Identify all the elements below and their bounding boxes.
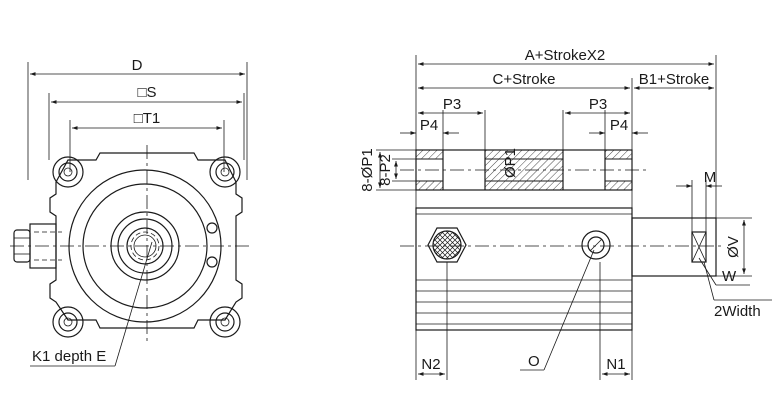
dim-c-stroke: C+Stroke bbox=[418, 71, 630, 90]
leader-o: O bbox=[520, 249, 595, 371]
label-n2: N2 bbox=[421, 356, 440, 373]
label-d: D bbox=[132, 57, 143, 74]
label-p3-right: P3 bbox=[589, 96, 607, 113]
port-o bbox=[581, 230, 611, 260]
dim-p3-right: P3 bbox=[565, 96, 630, 115]
cylinder-body bbox=[415, 207, 633, 331]
corner-hole-br bbox=[209, 306, 241, 338]
label-v: ØV bbox=[725, 236, 742, 258]
label-2width: 2Width bbox=[714, 303, 761, 320]
corner-hole-bl bbox=[52, 306, 84, 338]
dim-p4-right: P4 bbox=[589, 117, 648, 135]
cushion-screw-upper bbox=[206, 222, 218, 234]
label-b1-stroke: B1+Stroke bbox=[639, 71, 709, 88]
label-p1-holes: 8-ØP1 bbox=[359, 148, 376, 191]
dim-n1: N1 bbox=[599, 262, 633, 380]
label-c-stroke: C+Stroke bbox=[493, 71, 556, 88]
label-k1: K1 depth E bbox=[32, 348, 106, 365]
front-body-outline bbox=[49, 152, 243, 329]
corner-hole-tr bbox=[209, 156, 241, 188]
label-o: O bbox=[528, 353, 540, 370]
dim-n2: N2 bbox=[415, 262, 448, 380]
corner-hole-tl bbox=[52, 156, 84, 188]
label-n1: N1 bbox=[606, 356, 625, 373]
label-w: W bbox=[722, 268, 737, 285]
label-m: M bbox=[704, 169, 717, 186]
dim-t1: □T1 bbox=[69, 110, 225, 172]
label-p1-dia: ØP1 bbox=[502, 148, 519, 178]
label-p3-left: P3 bbox=[443, 96, 461, 113]
label-t1: □T1 bbox=[134, 110, 161, 127]
label-p4-right: P4 bbox=[610, 117, 628, 134]
front-view: D □S □T1 bbox=[10, 57, 250, 367]
leader-w: W bbox=[698, 257, 750, 286]
label-p4-left: P4 bbox=[420, 117, 438, 134]
k1-leader: K1 depth E bbox=[30, 241, 153, 367]
dim-p1-p2-holes: 8-ØP1 8-P2 ØP1 bbox=[359, 148, 519, 192]
dim-m: M bbox=[676, 169, 722, 232]
leader-2width: 2Width bbox=[703, 261, 772, 320]
dim-d: D bbox=[27, 57, 248, 180]
label-p2-holes: 8-P2 bbox=[377, 154, 394, 186]
port-knurled bbox=[427, 227, 467, 263]
dim-a-stroke: A+StrokeX2 bbox=[418, 47, 714, 66]
label-a-stroke: A+StrokeX2 bbox=[525, 47, 605, 64]
dim-p3-left: P3 bbox=[418, 96, 483, 115]
cushion-screw-lower bbox=[206, 256, 218, 268]
side-view: A+StrokeX2 C+Stroke B1+Stroke P3 P3 P4 P… bbox=[359, 47, 772, 380]
section-band bbox=[400, 149, 650, 191]
piston-rod bbox=[631, 217, 717, 277]
dim-s: □S bbox=[48, 84, 245, 160]
label-s: □S bbox=[137, 84, 156, 101]
dim-p4-left: P4 bbox=[400, 117, 459, 135]
dim-b1-stroke: B1+Stroke bbox=[634, 71, 714, 90]
dim-v: ØV bbox=[716, 217, 752, 277]
